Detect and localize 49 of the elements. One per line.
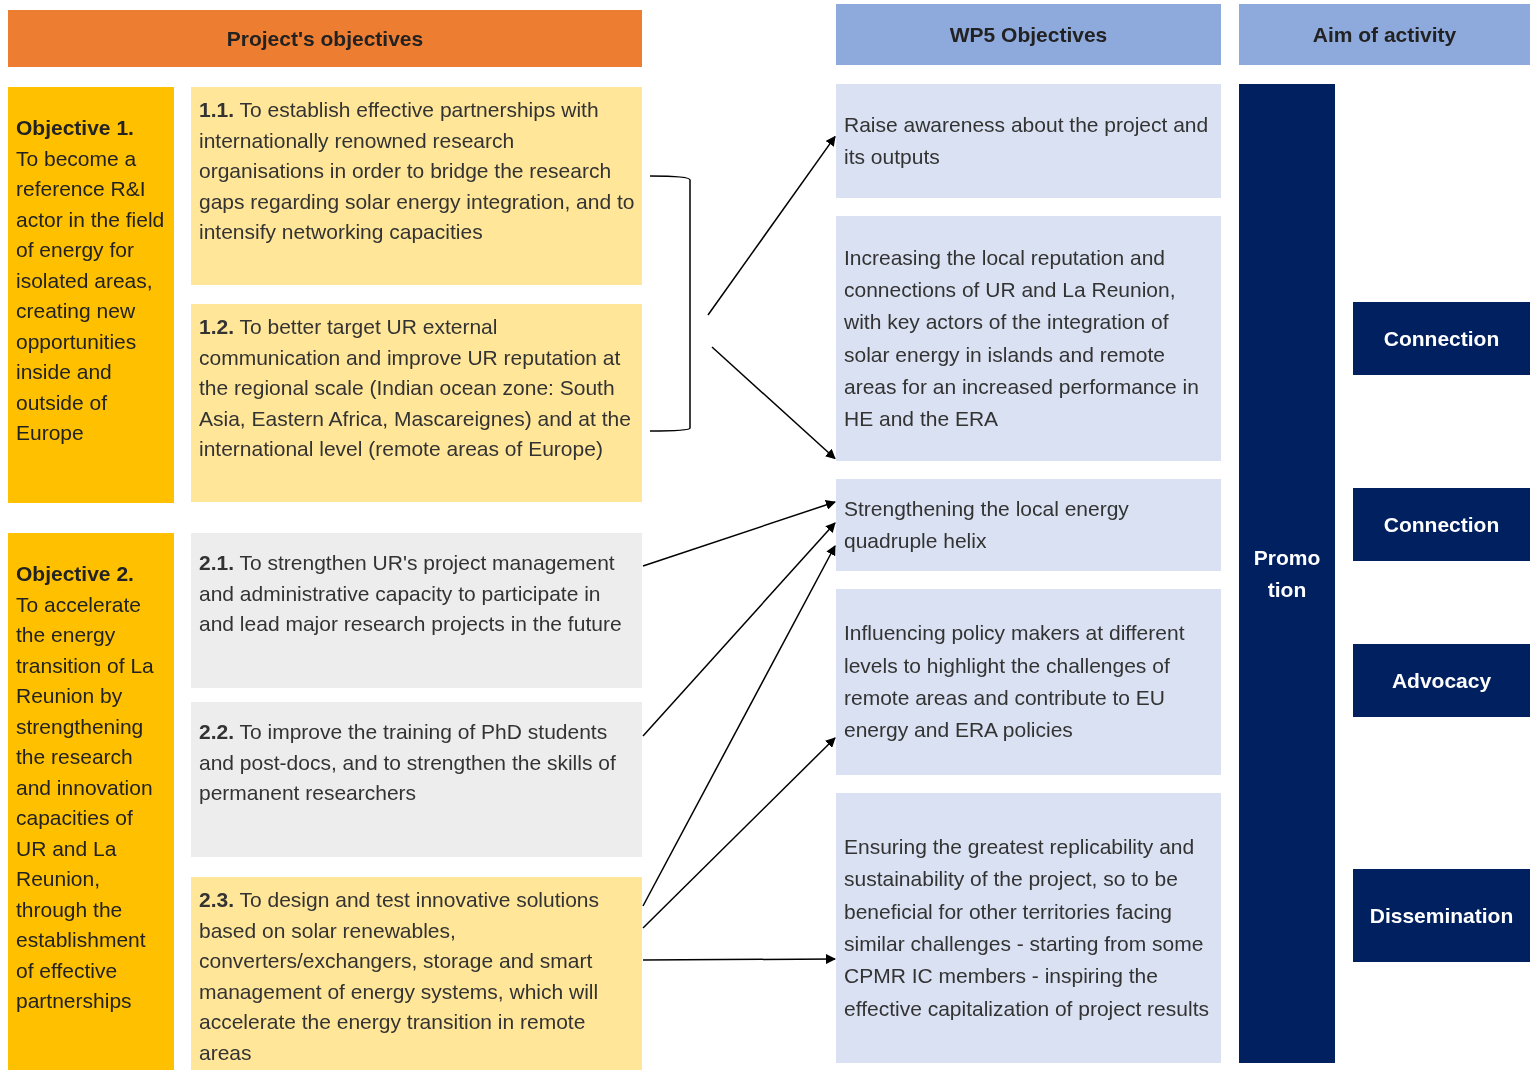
promotion-bar	[1239, 84, 1335, 1063]
arrow	[707, 135, 836, 316]
wp5-objective-box	[836, 84, 1221, 198]
arrow	[642, 954, 836, 965]
header-bar	[8, 10, 642, 67]
wp5-objective-box	[836, 479, 1221, 571]
box-text: 2.2. To improve the training of PhD students and post-docs, and to strengthen the skills of permanent researchers	[199, 719, 617, 806]
box-label: Aim of activity	[1311, 22, 1458, 47]
objective-text: To accelerate the energy transition of La Reunion by strengthening the research and innovation capacities of UR and La Reunion, through the establishment of effective partnerships	[16, 591, 155, 1014]
box-text: Strengthening the local energy quadruple helix	[844, 495, 1130, 554]
box-text: Raise awareness about the project and its outputs	[844, 111, 1210, 170]
box-text: Ensuring the greatest replicability and sustainability of the project, so to be beneficial for other territories facing similar challenges - starting from some CPMR IC members - inspiring the effective capitalization of project results	[844, 834, 1210, 1022]
box-label: Connection	[1382, 326, 1501, 351]
box-text: Increasing the local reputation and connections of UR and La Reunion, with key actors of the integration of solar energy in islands and remote areas for an increased performance in HE and the ERA	[844, 244, 1200, 433]
objective-box	[8, 87, 174, 503]
sub-objective-box	[191, 702, 642, 857]
header-bar	[1239, 4, 1530, 65]
aim-box	[1353, 869, 1530, 962]
box-label: Dissemination	[1368, 903, 1515, 928]
box-text: 2.1. To strengthen UR's project management and administrative capacity to participate in and lead major research projects in the future	[199, 550, 623, 637]
sub-objective-box	[191, 533, 642, 688]
box-label: Connection	[1382, 512, 1501, 537]
arrow	[642, 737, 836, 929]
objective-heading: Objective 1.	[16, 115, 135, 141]
wp5-objective-box	[836, 216, 1221, 461]
objective-heading: Objective 2.	[16, 561, 135, 587]
wp5-objective-box	[836, 589, 1221, 775]
arrow	[711, 346, 836, 460]
box-label: Project's objectives	[225, 26, 425, 51]
aim-box	[1353, 302, 1530, 375]
aim-box	[1353, 488, 1530, 561]
sub-objective-box	[191, 304, 642, 502]
objective-box	[8, 533, 174, 1070]
arrow	[642, 545, 836, 907]
box-label: Advocacy	[1390, 668, 1493, 693]
box-text: 2.3. To design and test innovative solutions based on solar renewables, converters/exchangers, storage and smart management of energy systems, which will accelerate the energy transition in remote areas	[199, 887, 601, 1066]
aim-box	[1353, 644, 1530, 717]
box-label: Promo tion	[1252, 544, 1322, 603]
header-bar	[836, 4, 1221, 65]
arrow	[642, 500, 836, 567]
sub-objective-box	[191, 87, 642, 285]
box-text: 1.1. To establish effective partnerships with internationally renowned research organisations in order to bridge the research gaps regarding solar energy integration, and to intensify networking capacities	[199, 97, 636, 245]
box-text: Influencing policy makers at different levels to highlight the challenges of remote areas and contribute to EU energy and ERA policies	[844, 620, 1186, 744]
box-text: 1.2. To better target UR external communication and improve UR reputation at the regional scale (Indian ocean zone: South Asia, Eastern Africa, Mascareignes) and at the international level (remote areas of Europe)	[199, 314, 632, 462]
box-label: WP5 Objectives	[948, 22, 1109, 47]
wp5-objective-box	[836, 793, 1221, 1063]
objective-text: To become a reference R&I actor in the field of energy for isolated areas, creating new opportunities inside and outside of Europe	[16, 145, 166, 446]
arrow	[642, 522, 836, 737]
sub-objective-box	[191, 877, 642, 1070]
